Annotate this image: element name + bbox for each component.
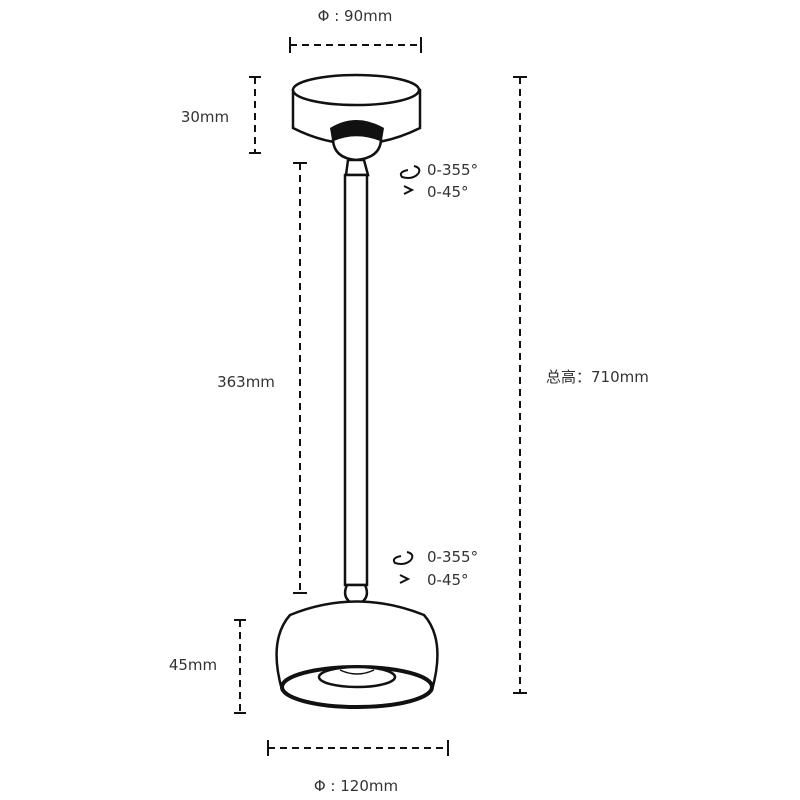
bottom-rotation-info: 0-355° 0-45° (392, 548, 478, 589)
rod-length-dimension: 363mm (217, 162, 307, 594)
canopy-height-label: 30mm (181, 108, 229, 126)
canopy (291, 73, 422, 177)
canopy-diameter-label: Φ : 90mm (318, 7, 393, 25)
total-height-dimension: 总高：710mm (513, 76, 649, 694)
shade-height-dimension: 45mm (169, 619, 246, 714)
rotate-icon (399, 165, 421, 195)
bottom-rotation-horizontal: 0-355° (427, 548, 478, 566)
top-rotation-horizontal: 0-355° (427, 161, 478, 179)
bottom-rotation-tilt: 0-45° (427, 571, 469, 589)
shade-height-label: 45mm (169, 656, 217, 674)
shade-diameter-dimension: Φ : 120mm (267, 740, 449, 795)
rod (343, 173, 369, 604)
canopy-diameter-dimension: Φ : 90mm (289, 7, 422, 53)
rod-length-label: 363mm (217, 373, 275, 391)
shade-diameter-label: Φ : 120mm (314, 777, 398, 795)
lamp-shade (275, 600, 439, 709)
total-height-label: 总高：710mm (546, 368, 649, 386)
top-rotation-info: 0-355° 0-45° (399, 161, 478, 201)
top-rotation-tilt: 0-45° (427, 183, 469, 201)
rotate-icon (392, 551, 414, 584)
canopy-height-dimension: 30mm (181, 76, 261, 154)
